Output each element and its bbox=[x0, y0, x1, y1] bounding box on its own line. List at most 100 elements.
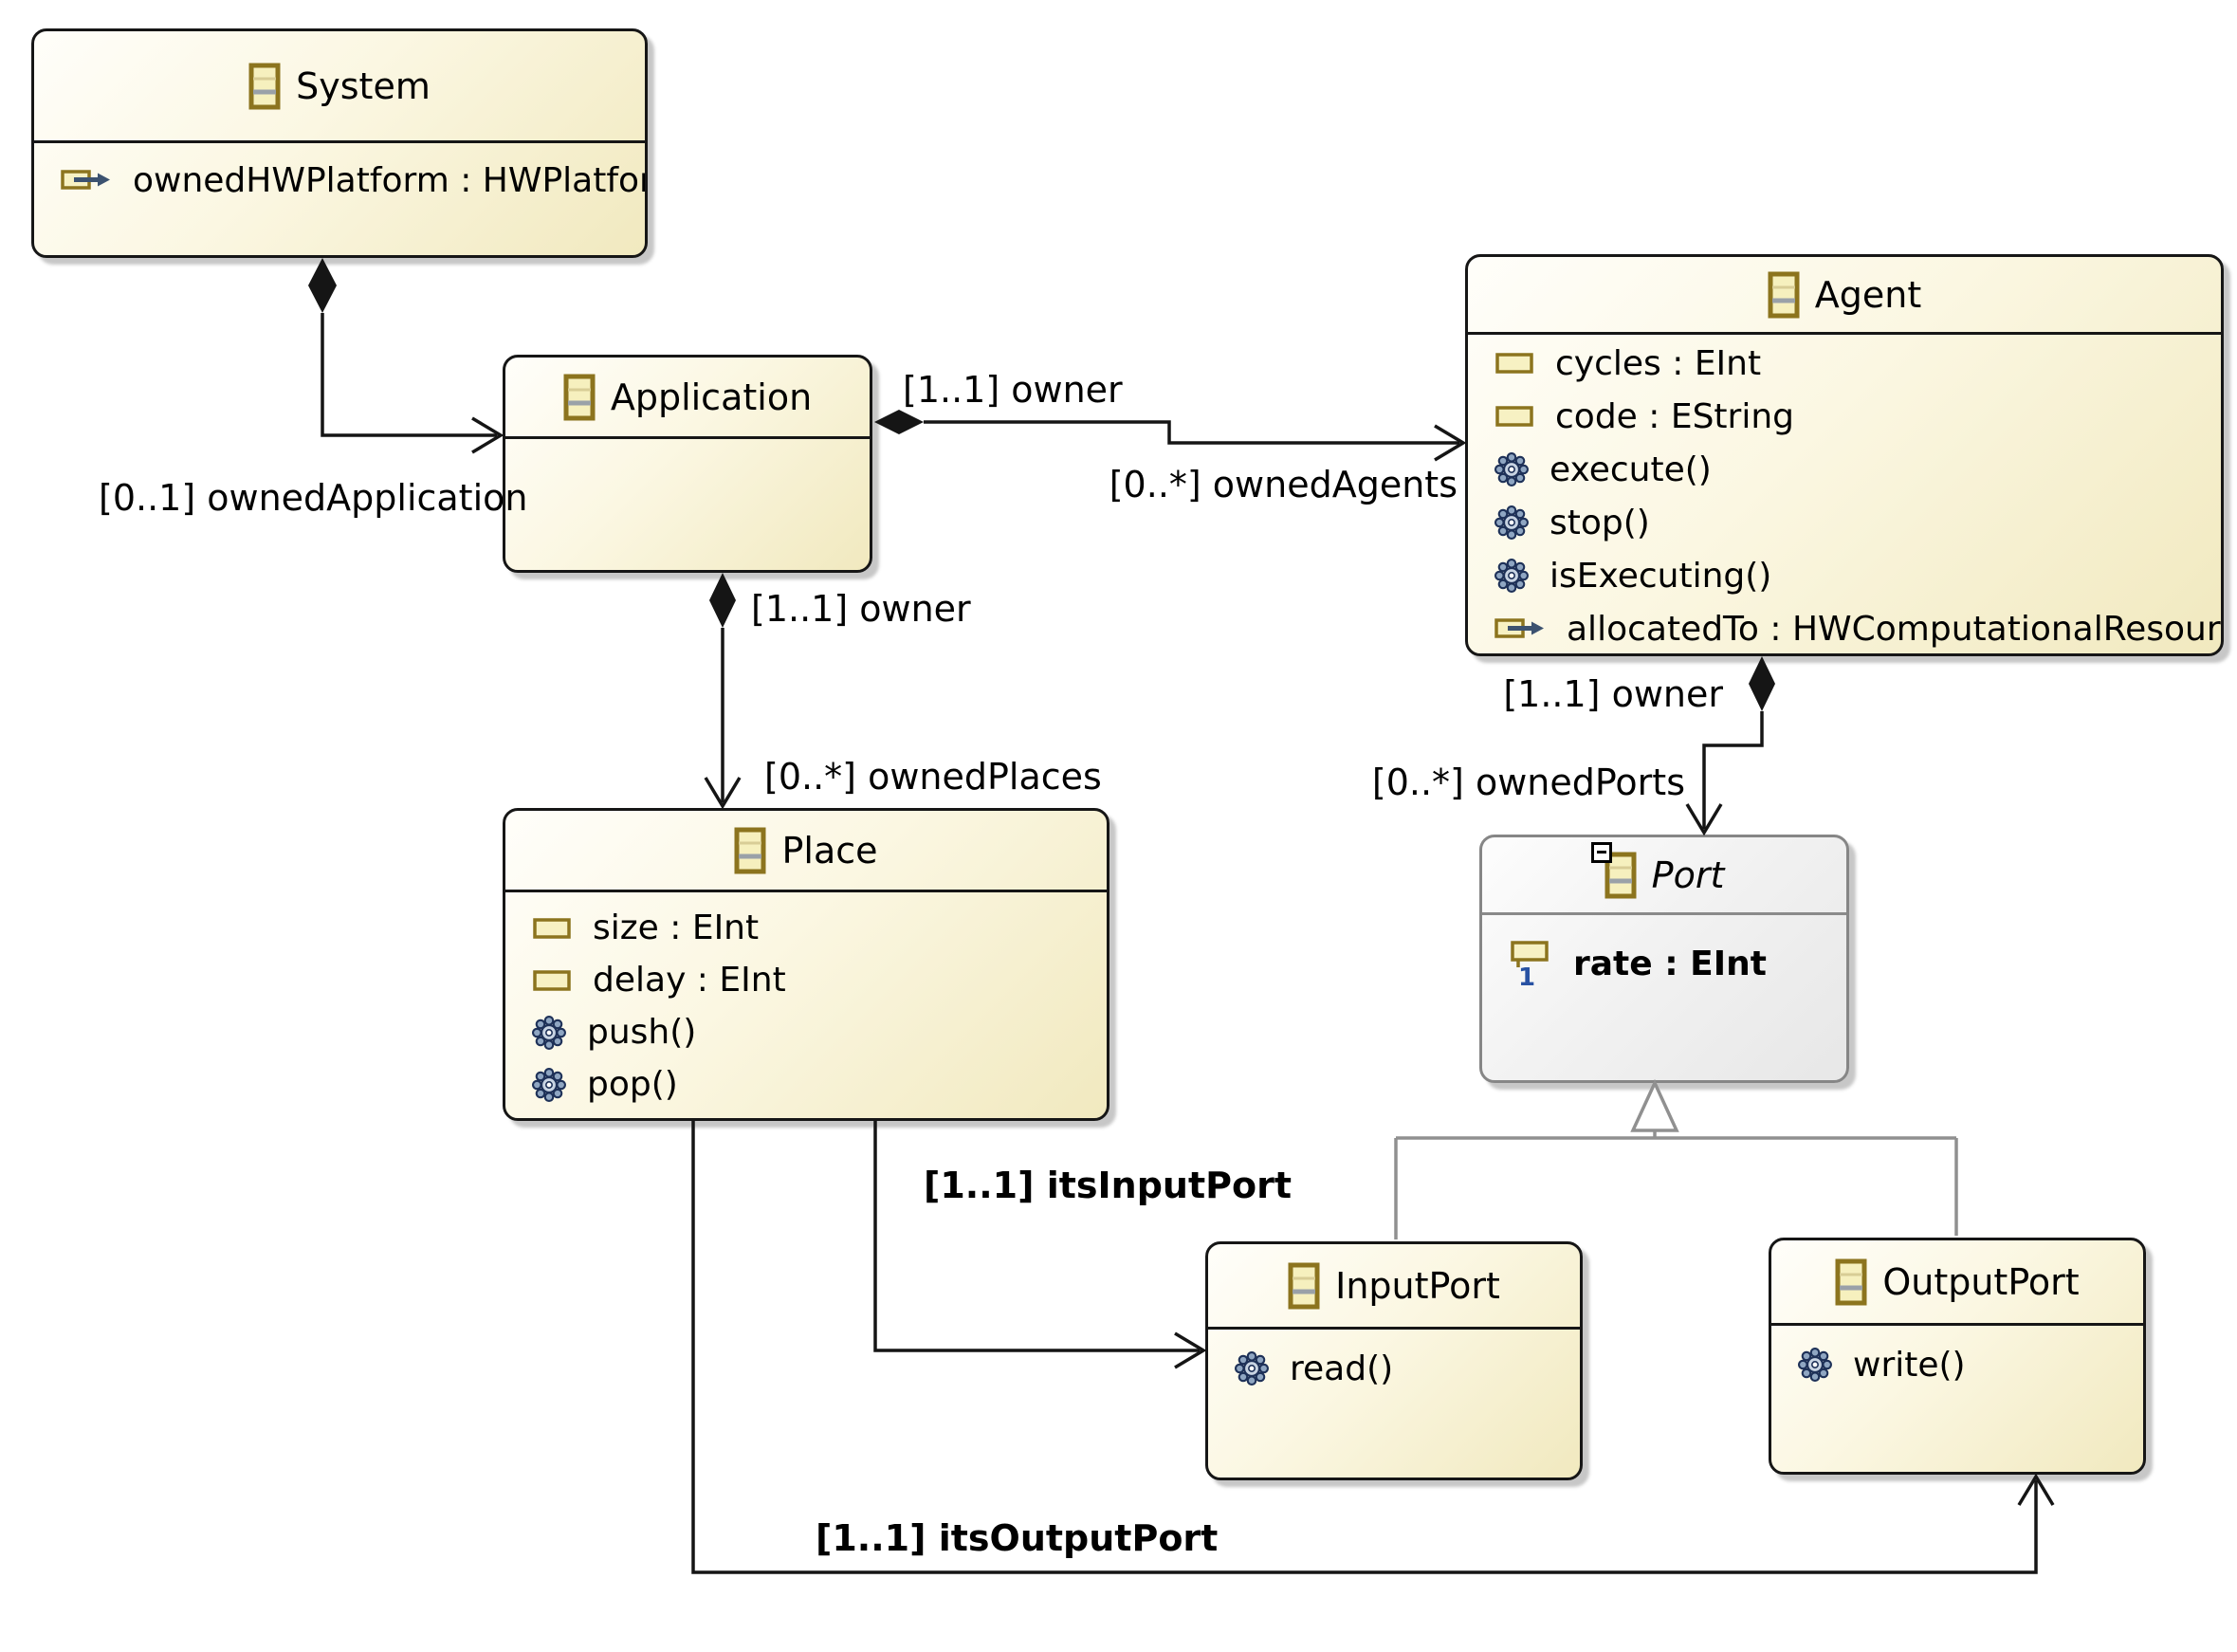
class-title: System bbox=[296, 64, 431, 107]
class-body-outputport: write() bbox=[1771, 1326, 2143, 1394]
member-text: code : EString bbox=[1555, 396, 1795, 436]
containment-diamond bbox=[1749, 656, 1775, 711]
class-body-agent: cycles : EInt code : EString execute() s… bbox=[1468, 335, 2224, 653]
open-arrowhead bbox=[2017, 1473, 2055, 1506]
member-text: execute() bbox=[1549, 450, 1712, 489]
edge-label-ownedapplication[interactable]: [0..1] ownedApplication bbox=[99, 477, 528, 519]
eclass-icon bbox=[1835, 1258, 1867, 1306]
containment-diamond bbox=[308, 258, 337, 313]
member-text: read() bbox=[1290, 1349, 1394, 1388]
member-row-attribute[interactable]: delay : EInt bbox=[505, 954, 1107, 1006]
edge-label-ownedports[interactable]: [0..*] ownedPorts bbox=[1371, 762, 1685, 803]
class-box-system[interactable]: System ownedHWPlatform : HWPlatform bbox=[31, 28, 648, 258]
edge-label-itsoutputport[interactable]: [1..1] itsOutputPort bbox=[816, 1517, 1219, 1559]
class-header-place[interactable]: Place bbox=[505, 811, 1107, 892]
class-title: OutputPort bbox=[1882, 1260, 2080, 1303]
edge-application-place[interactable] bbox=[704, 573, 742, 810]
member-row-attribute[interactable]: cycles : EInt bbox=[1468, 337, 2221, 390]
svg-text:1: 1 bbox=[1518, 964, 1535, 989]
member-text: allocatedTo : HWComputationalResource bbox=[1567, 609, 2224, 649]
gear-icon bbox=[1235, 1351, 1269, 1386]
class-header-port[interactable]: Port bbox=[1482, 837, 1846, 915]
class-header-system[interactable]: System bbox=[34, 31, 645, 143]
edge-generalization-port[interactable] bbox=[1394, 1078, 1958, 1239]
member-row-attribute[interactable]: size : EInt bbox=[505, 902, 1107, 954]
open-arrowhead bbox=[471, 416, 504, 454]
class-header-inputport[interactable]: InputPort bbox=[1208, 1244, 1580, 1330]
member-text: pop() bbox=[587, 1065, 678, 1104]
member-text: stop() bbox=[1549, 503, 1650, 542]
open-arrowhead bbox=[1434, 424, 1467, 462]
edge-application-agent[interactable] bbox=[874, 410, 1467, 462]
class-box-outputport[interactable]: OutputPort write() bbox=[1769, 1238, 2146, 1475]
edge-label-itsinputport[interactable]: [1..1] itsInputPort bbox=[924, 1165, 1292, 1206]
member-text: push() bbox=[587, 1013, 697, 1052]
member-row-operation[interactable]: read() bbox=[1208, 1339, 1580, 1398]
open-arrowhead bbox=[1174, 1331, 1207, 1369]
generalization-triangle bbox=[1630, 1078, 1679, 1132]
attribute-icon bbox=[1495, 406, 1533, 427]
class-box-port[interactable]: Port 1 rate : EInt bbox=[1479, 835, 1849, 1083]
member-text: write() bbox=[1853, 1345, 1966, 1385]
edge-label-ownedagents[interactable]: [0..*] ownedAgents bbox=[1109, 464, 1458, 505]
class-box-agent[interactable]: Agent cycles : EInt code : EString execu… bbox=[1465, 254, 2224, 656]
class-header-application[interactable]: Application bbox=[505, 358, 870, 439]
attribute-icon bbox=[533, 917, 571, 939]
class-body-place: size : EInt delay : EInt push() pop() bbox=[505, 892, 1107, 1111]
reference-arrow-icon bbox=[1494, 618, 1544, 638]
member-row-operation[interactable]: isExecuting() bbox=[1468, 549, 2221, 602]
gear-icon bbox=[532, 1067, 566, 1102]
reference-arrow-icon bbox=[61, 170, 110, 190]
edge-label-owner-agent[interactable]: [1..1] owner bbox=[903, 369, 1123, 411]
edge-place-inputport[interactable] bbox=[873, 1121, 1207, 1369]
containment-diamond bbox=[709, 573, 736, 628]
class-box-inputport[interactable]: InputPort read() bbox=[1205, 1241, 1583, 1480]
eclass-icon bbox=[1768, 271, 1800, 319]
edge-label-ownedplaces[interactable]: [0..*] ownedPlaces bbox=[764, 756, 1102, 798]
class-box-place[interactable]: Place size : EInt delay : EInt push() po… bbox=[503, 808, 1109, 1121]
eclass-icon bbox=[1590, 841, 1637, 899]
attribute-icon bbox=[1495, 353, 1533, 374]
gear-icon bbox=[1798, 1348, 1832, 1382]
class-title: Agent bbox=[1814, 273, 1922, 316]
gear-icon bbox=[1494, 505, 1529, 540]
gear-icon bbox=[1494, 452, 1529, 486]
class-title: Port bbox=[1651, 854, 1725, 896]
eclass-icon bbox=[734, 827, 766, 874]
attribute-icon bbox=[533, 969, 571, 991]
class-body-port: 1 rate : EInt bbox=[1482, 915, 1846, 997]
abstract-badge-icon bbox=[1590, 841, 1612, 863]
class-body-system: ownedHWPlatform : HWPlatform bbox=[34, 143, 645, 208]
containment-diamond bbox=[874, 410, 924, 434]
class-title: Application bbox=[610, 376, 813, 418]
member-text: isExecuting() bbox=[1549, 556, 1772, 596]
member-row-operation[interactable]: execute() bbox=[1468, 443, 2221, 496]
open-arrowhead bbox=[1685, 803, 1723, 836]
class-title: InputPort bbox=[1335, 1264, 1500, 1307]
edge-label-owner-port[interactable]: [1..1] owner bbox=[1503, 673, 1723, 715]
member-row-reference[interactable]: ownedHWPlatform : HWPlatform bbox=[34, 153, 645, 208]
class-box-application[interactable]: Application bbox=[503, 355, 872, 573]
member-text: rate : EInt bbox=[1573, 944, 1767, 983]
class-body-application bbox=[505, 439, 870, 449]
class-header-outputport[interactable]: OutputPort bbox=[1771, 1240, 2143, 1326]
member-text: delay : EInt bbox=[593, 961, 786, 1000]
member-row-operation[interactable]: push() bbox=[505, 1006, 1107, 1058]
attribute-required-icon: 1 bbox=[1511, 941, 1549, 989]
member-row-operation[interactable]: pop() bbox=[505, 1058, 1107, 1111]
member-row-operation[interactable]: write() bbox=[1771, 1335, 2143, 1394]
edge-label-owner-place[interactable]: [1..1] owner bbox=[751, 588, 971, 630]
gear-icon bbox=[1494, 559, 1529, 593]
class-header-agent[interactable]: Agent bbox=[1468, 257, 2221, 335]
member-row-attribute-required[interactable]: 1 rate : EInt bbox=[1482, 930, 1846, 997]
member-row-attribute[interactable]: code : EString bbox=[1468, 390, 2221, 443]
member-text: ownedHWPlatform : HWPlatform bbox=[133, 160, 648, 200]
edge-system-application[interactable] bbox=[308, 258, 504, 454]
member-row-operation[interactable]: stop() bbox=[1468, 496, 2221, 549]
open-arrowhead bbox=[704, 777, 742, 810]
class-body-inputport: read() bbox=[1208, 1330, 1580, 1398]
eclass-icon bbox=[563, 374, 596, 421]
member-row-reference[interactable]: allocatedTo : HWComputationalResource bbox=[1468, 602, 2224, 653]
class-title: Place bbox=[781, 829, 878, 872]
